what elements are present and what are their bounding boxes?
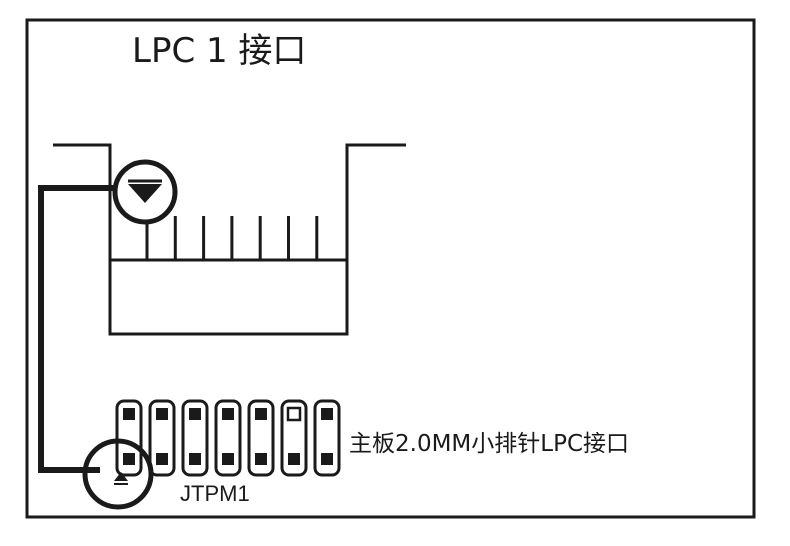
header-pin	[255, 453, 267, 465]
connector-outline	[53, 143, 406, 336]
header-pin	[123, 453, 135, 465]
header-pin	[156, 408, 168, 420]
header-pin1-marker	[82, 438, 154, 510]
connector-pin1-marker	[112, 159, 178, 225]
header-pin	[123, 408, 135, 420]
header-pin	[222, 453, 234, 465]
pin1-marker-up-icon	[114, 472, 128, 481]
header-pin	[286, 406, 302, 422]
diagram-title: LPC 1 接口	[132, 31, 306, 71]
header-pin	[189, 453, 201, 465]
header-pin	[255, 408, 267, 420]
header-pin	[321, 408, 333, 420]
header-pin	[189, 408, 201, 420]
header-pin1-circle	[82, 438, 154, 510]
header-pin	[156, 453, 168, 465]
lpc-connector	[53, 143, 406, 336]
pin1-leader-line	[38, 185, 115, 473]
diagram-frame	[25, 18, 756, 519]
header-designator: JTPM1	[180, 481, 250, 506]
header-pin	[222, 408, 234, 420]
pin-header	[115, 399, 341, 477]
pin1-marker-down-icon	[128, 184, 162, 203]
header-description: 主板2.0MM小排针LPC接口	[349, 431, 629, 457]
connector-pins	[145, 216, 319, 260]
header-pin	[321, 453, 333, 465]
header-pin	[288, 453, 300, 465]
